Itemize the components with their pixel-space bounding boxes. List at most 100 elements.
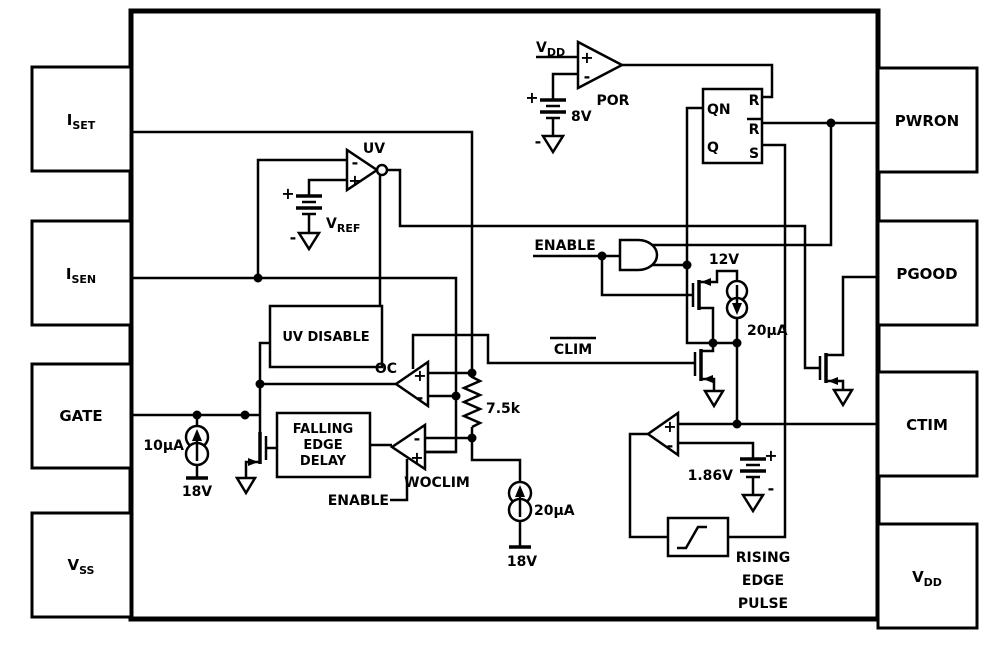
gate-pullup-value: 10µA [143, 438, 184, 454]
woclim-minus: - [414, 429, 421, 448]
ground-icon [740, 493, 766, 514]
oc-triangle [393, 359, 430, 409]
pin-vss-label: VSS [68, 556, 95, 577]
and-gate-body [618, 238, 659, 272]
pin-iset-box [30, 65, 133, 173]
pin-pgood: PGOOD [876, 219, 979, 327]
uv-triangle [345, 147, 380, 193]
vref-minus: - [290, 228, 297, 247]
ground-icon [234, 476, 258, 496]
timer-charge-branch: 12V 20µA [691, 252, 788, 339]
resistor-value: 7.5k [486, 401, 521, 417]
por-battery-minus: - [535, 132, 542, 151]
ground-icon [540, 134, 566, 155]
pin-vdd-box [876, 522, 979, 630]
nmos-arrow-icon [248, 458, 258, 466]
falling-edge-delay-line3: DELAY [300, 454, 347, 469]
pin-isen-box [30, 219, 133, 327]
pin-vss: VSS [30, 511, 133, 619]
timer-battery-minus: - [768, 479, 775, 498]
current-arrow-up-icon [515, 485, 525, 497]
nmos-arrow-icon [703, 375, 713, 383]
pin-pwron: PWRON [876, 66, 979, 174]
uv-disable-label: UV DISABLE [282, 330, 369, 345]
pin-pgood-box [876, 219, 979, 327]
pin-iset: ISET [30, 65, 133, 173]
rail-18v-gate-label: 18V [182, 484, 212, 500]
uv-output-bubble [375, 163, 389, 177]
oc-minus: - [417, 388, 424, 407]
falling-edge-delay-line2: EDGE [303, 438, 342, 453]
por-battery-8v: + - 8V [525, 88, 592, 155]
rising-edge-pulse-line3: PULSE [738, 596, 788, 612]
vref-label: VREF [326, 216, 360, 235]
pin-vdd: VDD [876, 522, 979, 630]
pmos-arrow-icon [701, 278, 711, 286]
por-battery-value: 8V [571, 109, 592, 125]
slew-symbol-icon [677, 525, 707, 550]
timer-battery-value: 1.86V [688, 468, 734, 484]
uv-plus: + [348, 171, 361, 190]
wire-routing [131, 55, 878, 549]
current-arrow-down-icon [732, 303, 742, 315]
timer-battery-plus: + [764, 446, 777, 465]
pin-pgood-label: PGOOD [896, 265, 957, 283]
timer-minus: - [667, 436, 674, 455]
por-plus: + [580, 48, 593, 67]
timer-comparator: + - [645, 410, 680, 458]
pin-isen-label: ISEN [66, 265, 96, 286]
pgood-nmos [818, 353, 855, 408]
uv-disable-block: UV DISABLE [268, 304, 384, 369]
uv-disable-box [268, 304, 384, 369]
woclim-bias-current-source: 20µA 18V [507, 480, 575, 570]
falling-edge-delay-box [275, 411, 372, 479]
latch-q-label: Q [707, 140, 719, 156]
woclim-comparator: - + WOCLIM [389, 422, 470, 491]
latch-rbar-label: R [749, 122, 760, 138]
clim-discharge-nmos [693, 349, 726, 409]
timer-plus: + [663, 417, 676, 436]
falling-edge-delay-block: FALLING EDGE DELAY [275, 411, 372, 479]
enable-top-label: ENABLE [534, 238, 595, 254]
pin-pwron-label: PWRON [895, 112, 959, 130]
ground-icon [702, 389, 726, 409]
rising-edge-pulse-line1: RISING [736, 550, 791, 566]
pin-ctim: CTIM [876, 370, 979, 478]
junction-dots [192, 118, 836, 443]
gate-pullup-current-source: 10µA 18V [143, 424, 212, 500]
uv-comparator: - + UV [345, 141, 389, 193]
pin-iset-label: ISET [67, 111, 96, 132]
pin-gate-box [30, 362, 133, 470]
woclim-bias-value: 20µA [534, 503, 575, 519]
pin-gate: GATE [30, 362, 133, 470]
oc-comparator: + - OC [375, 359, 430, 409]
nmos-arrow-icon [828, 377, 838, 385]
pin-pwron-box [876, 66, 979, 174]
chip-outline [128, 8, 881, 622]
sr-latch: QN Q R R S [701, 87, 764, 165]
enable-bottom-label: ENABLE [328, 493, 389, 509]
latch-qn-label: QN [707, 102, 731, 118]
vref-plus: + [281, 184, 294, 203]
falling-edge-delay-line1: FALLING [293, 422, 353, 437]
rail-18v-woclim-label: 18V [507, 554, 537, 570]
pin-vdd-label: VDD [912, 568, 942, 589]
and-gate [618, 238, 659, 272]
clim-signal-label: CLIM [550, 336, 596, 358]
por-label: POR [597, 93, 630, 109]
uv-minus: - [352, 153, 359, 172]
por-comparator: + - POR VDD [536, 39, 630, 109]
pin-ctim-label: CTIM [906, 416, 948, 434]
gate-discharge-nmos [234, 432, 268, 496]
rising-edge-pulse-box [666, 516, 730, 558]
current-arrow-up-icon [192, 429, 202, 441]
woclim-triangle [389, 422, 427, 472]
clim-label: CLIM [554, 342, 592, 358]
uv-label: UV [363, 141, 385, 157]
timer-triangle [645, 410, 680, 458]
pin-isen: ISEN [30, 219, 133, 327]
sr-latch-box [701, 87, 764, 165]
sense-resistor: 7.5k [460, 373, 521, 429]
